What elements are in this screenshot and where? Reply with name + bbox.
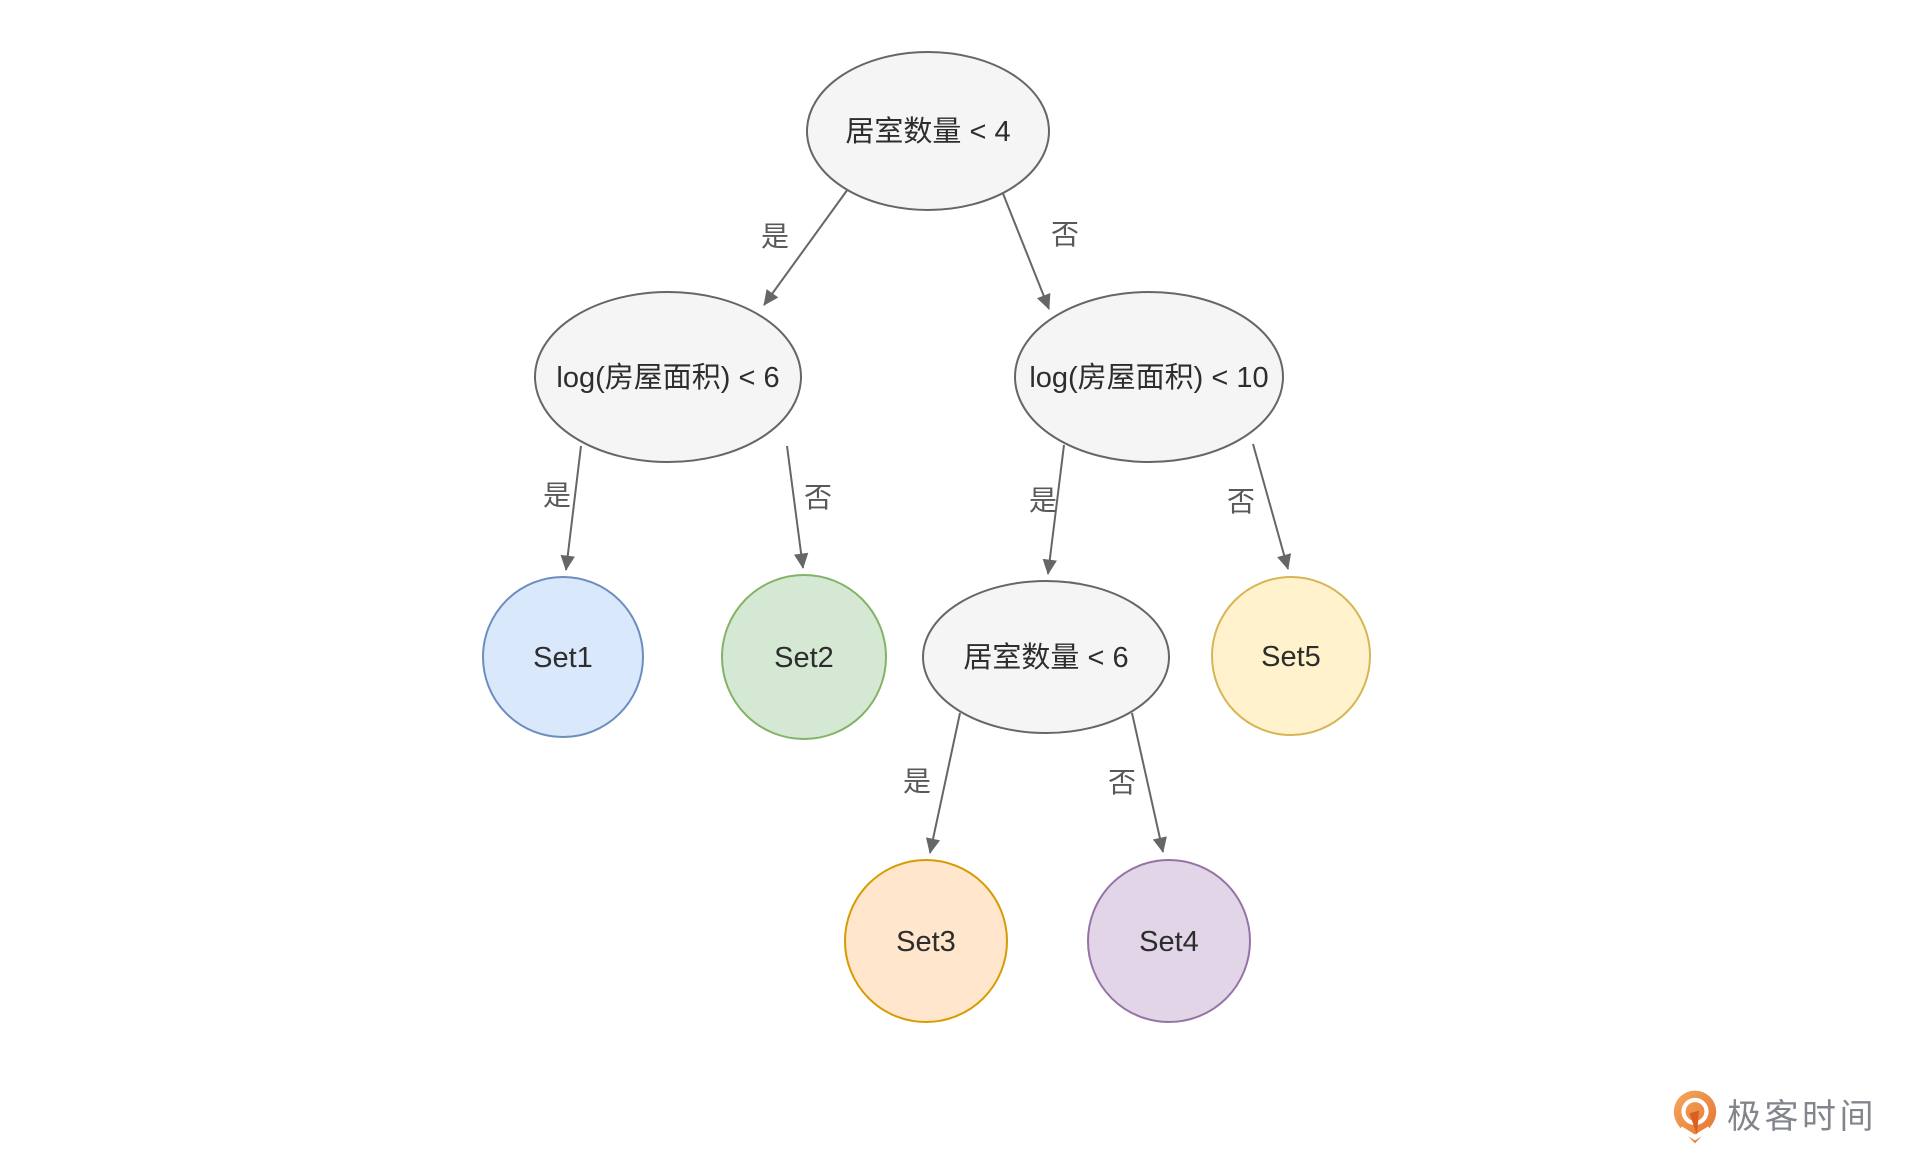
edge-root-area10 <box>999 185 1051 310</box>
node-label: log(房屋面积) < 6 <box>556 361 779 394</box>
edge-labels: 是 否 是 否 是 否 是 否 <box>543 219 1255 798</box>
node-set5: Set5 <box>1211 576 1371 736</box>
node-label: 居室数量 < 6 <box>963 641 1128 674</box>
decision-ellipse <box>1014 291 1284 463</box>
edge-rooms6-set4 <box>1131 712 1167 853</box>
leaf-circle <box>1211 576 1371 736</box>
leaf-circle <box>482 576 644 738</box>
node-log-area-lt-10: log(房屋面积) < 10 <box>1014 291 1284 463</box>
node-label: Set3 <box>896 926 956 958</box>
edge-label-yes: 是 <box>761 221 789 252</box>
nodes: 居室数量 < 4 log(房屋面积) < 6 log(房屋面积) < 10 Se… <box>482 51 1371 1023</box>
pin-gap <box>1679 1126 1711 1141</box>
brand-text: 极客时间 <box>1727 1098 1877 1136</box>
node-label: log(房屋面积) < 10 <box>1029 361 1268 394</box>
node-log-area-lt-6: log(房屋面积) < 6 <box>534 291 802 463</box>
node-label: Set1 <box>533 642 593 674</box>
node-set2: Set2 <box>721 574 887 740</box>
node-label: 居室数量 < 4 <box>845 115 1010 148</box>
decision-ellipse <box>806 51 1050 211</box>
pin-needle <box>1689 1110 1699 1135</box>
edge-label-no: 否 <box>804 482 832 513</box>
leaf-circle <box>1087 859 1251 1023</box>
node-label: Set4 <box>1139 926 1199 958</box>
edge-area6-set2 <box>786 445 809 569</box>
edge-label-yes: 是 <box>1029 485 1057 516</box>
edge-area10-rooms6 <box>1042 444 1065 575</box>
decision-ellipse <box>922 580 1170 734</box>
edges <box>560 185 1292 854</box>
edge-label-no: 否 <box>1108 767 1136 798</box>
node-root: 居室数量 < 4 <box>806 51 1050 211</box>
leaf-circle <box>721 574 887 740</box>
node-set4: Set4 <box>1087 859 1251 1023</box>
edge-area6-set1 <box>560 445 582 571</box>
edge-root-area6 <box>763 188 849 306</box>
edge-area10-set5 <box>1252 443 1292 570</box>
edge-label-no: 否 <box>1051 219 1079 250</box>
watermark: 极客时间 <box>1673 1090 1877 1144</box>
edge-label-no: 否 <box>1227 486 1255 517</box>
geektime-pin-icon <box>1673 1090 1717 1144</box>
decision-ellipse <box>534 291 802 463</box>
edge-label-yes: 是 <box>903 766 931 797</box>
node-label: Set5 <box>1261 641 1321 673</box>
node-set1: Set1 <box>482 576 644 738</box>
edge-rooms6-set3 <box>925 712 961 854</box>
node-label: Set2 <box>774 642 834 674</box>
leaf-circle <box>844 859 1008 1023</box>
edge-label-yes: 是 <box>543 480 571 511</box>
node-set3: Set3 <box>844 859 1008 1023</box>
node-rooms-lt-6: 居室数量 < 6 <box>922 580 1170 734</box>
